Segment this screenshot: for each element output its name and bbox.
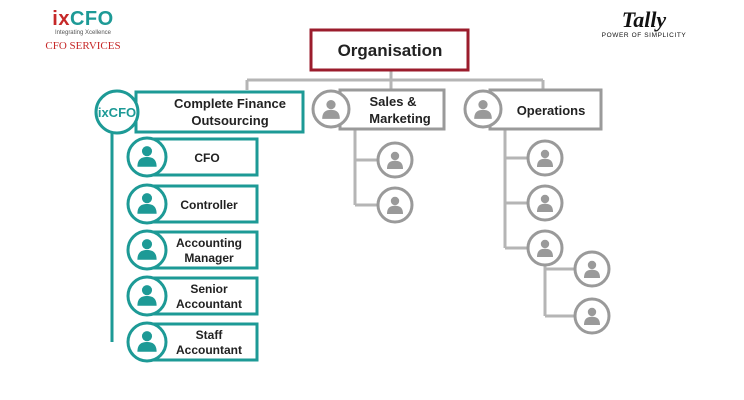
finance-node: Complete Finance Outsourcing ixCFO — [94, 89, 305, 135]
tally-logo: Tally POWER OF SIMPLICITY — [594, 8, 694, 40]
operations-node: Operations — [463, 88, 603, 131]
sales-node: Sales & Marketing — [311, 88, 446, 131]
connector-lines — [245, 70, 576, 318]
finance-role-accounting-manager: Accounting Manager — [126, 229, 259, 271]
finance-role-senior-accountant: Senior Accountant — [126, 275, 259, 317]
finance-label-line-2: Outsourcing — [191, 113, 268, 128]
operations-member-1 — [526, 139, 564, 177]
role-label-line: Accountant — [176, 297, 242, 311]
sales-member-1 — [376, 141, 414, 179]
role-label-line: Accountant — [176, 343, 242, 357]
finance-label-line-1: Complete Finance — [174, 96, 286, 111]
role-label-line: CFO — [194, 151, 219, 165]
finance-role-cfo: CFO — [126, 136, 259, 178]
root-label: Organisation — [338, 41, 443, 60]
ixcfo-logo: ixCFO Integrating Xcellence CFO SERVICES — [38, 8, 128, 53]
ixcfo-badge — [94, 89, 140, 135]
ixcfo-badge-text: ixCFO — [98, 105, 136, 120]
finance-role-controller: Controller — [126, 183, 259, 225]
operations-member-3 — [526, 229, 564, 267]
role-label-line: Staff — [196, 328, 224, 342]
ixcfo-brand-suffix: CFO — [69, 8, 114, 30]
sales-label-line-2: Marketing — [369, 111, 430, 126]
operations-sub-member-2 — [573, 297, 611, 335]
role-label-line: Manager — [184, 251, 234, 265]
ixcfo-brand: ixCFO — [38, 8, 128, 30]
role-label-line: Accounting — [176, 236, 242, 250]
tally-tagline: POWER OF SIMPLICITY — [601, 32, 687, 39]
operations-member-2 — [526, 184, 564, 222]
operations-label: Operations — [517, 103, 586, 118]
finance-role-staff-accountant: Staff Accountant — [126, 321, 259, 363]
sales-label-line-1: Sales & — [370, 94, 417, 109]
root-node: Organisation — [309, 28, 470, 72]
tally-brand: Tally — [621, 7, 667, 32]
ixcfo-brand-prefix: ix — [52, 8, 70, 30]
sales-member-2 — [376, 186, 414, 224]
ixcfo-services: CFO SERVICES — [45, 40, 121, 52]
ixcfo-tagline: Integrating Xcellence — [54, 30, 112, 36]
operations-sub-member-1 — [573, 250, 611, 288]
role-label-line: Controller — [180, 198, 238, 212]
role-label-line: Senior — [190, 282, 228, 296]
